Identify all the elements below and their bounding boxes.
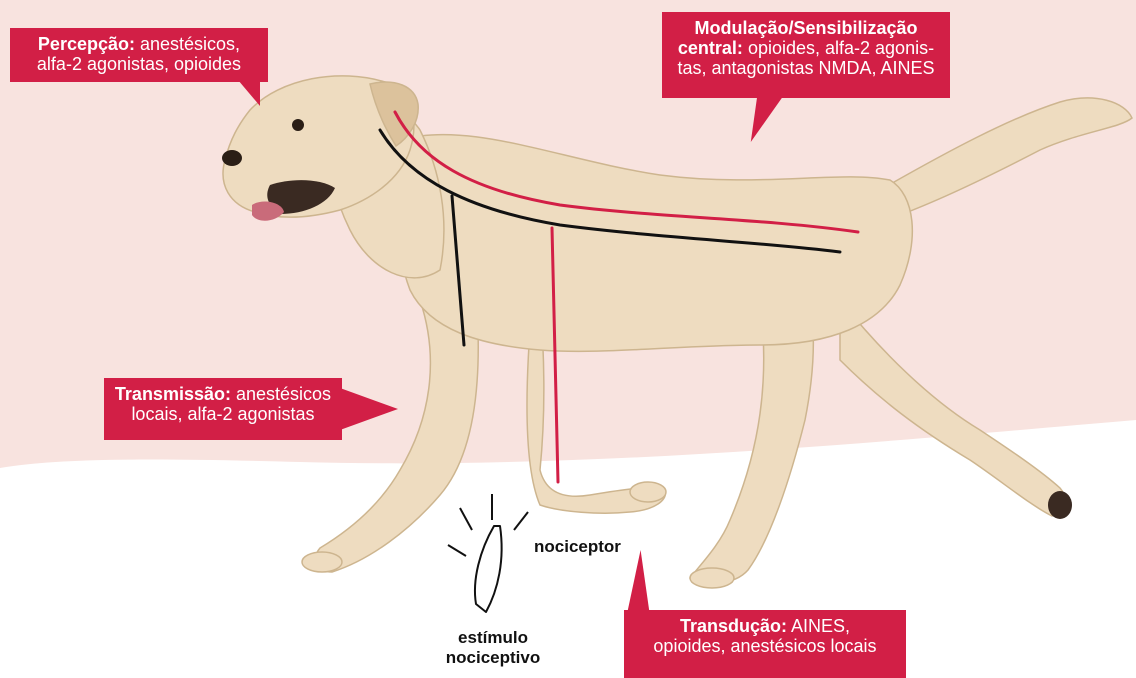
callout-transducao-text: AINES, [791,616,850,636]
callout-modulacao: Modulação/Sensibilização central: opioid… [662,12,950,98]
callout-modulacao-subtitle: central: [678,38,743,58]
stimulus-line-1 [448,545,466,556]
label-estimulo-line2: nociceptivo [446,648,540,667]
callout-percepcao-pointer [238,80,260,106]
callout-modulacao-text: opioides, alfa-2 agonis- [748,38,934,58]
callout-transducao-text2: opioides, anestésicos locais [653,636,876,656]
blade-shape [475,526,502,612]
callout-percepcao-text2: alfa-2 agonistas, opioides [37,54,241,74]
blade-icon [448,494,528,612]
dog-nose [222,150,242,166]
callout-percepcao-text: anestésicos, [140,34,240,54]
label-nociceptor: nociceptor [534,537,621,557]
callout-transmissao-pointer [340,388,398,430]
stimulus-line-2 [460,508,472,530]
dog-paw-front [302,552,342,572]
dog-eye [292,119,304,131]
callout-transducao: Transdução: AINES, opioides, anestésicos… [624,610,906,678]
callout-modulacao-text2: tas, antagonistas NMDA, AINES [677,58,934,78]
label-estimulo-line1: estímulo [458,628,528,647]
label-estimulo-nociceptivo: estímulo nociceptivo [438,628,548,668]
callout-transmissao-title: Transmissão: [115,384,231,404]
callout-transmissao-text2: locais, alfa-2 agonistas [131,404,314,424]
callout-percepcao-title: Percepção: [38,34,135,54]
callout-modulacao-title: Modulação/Sensibilização [694,18,917,38]
dog-paw-back [1048,491,1072,519]
dog-paw-hind [690,568,734,588]
dog-paw-raised [630,482,666,502]
callout-percepcao: Percepção: anestésicos, alfa-2 agonistas… [10,28,268,82]
callout-transmissao-text: anestésicos [236,384,331,404]
callout-transmissao: Transmissão: anestésicos locais, alfa-2 … [104,378,342,440]
stimulus-line-4 [514,512,528,530]
callout-transducao-title: Transdução: [680,616,787,636]
